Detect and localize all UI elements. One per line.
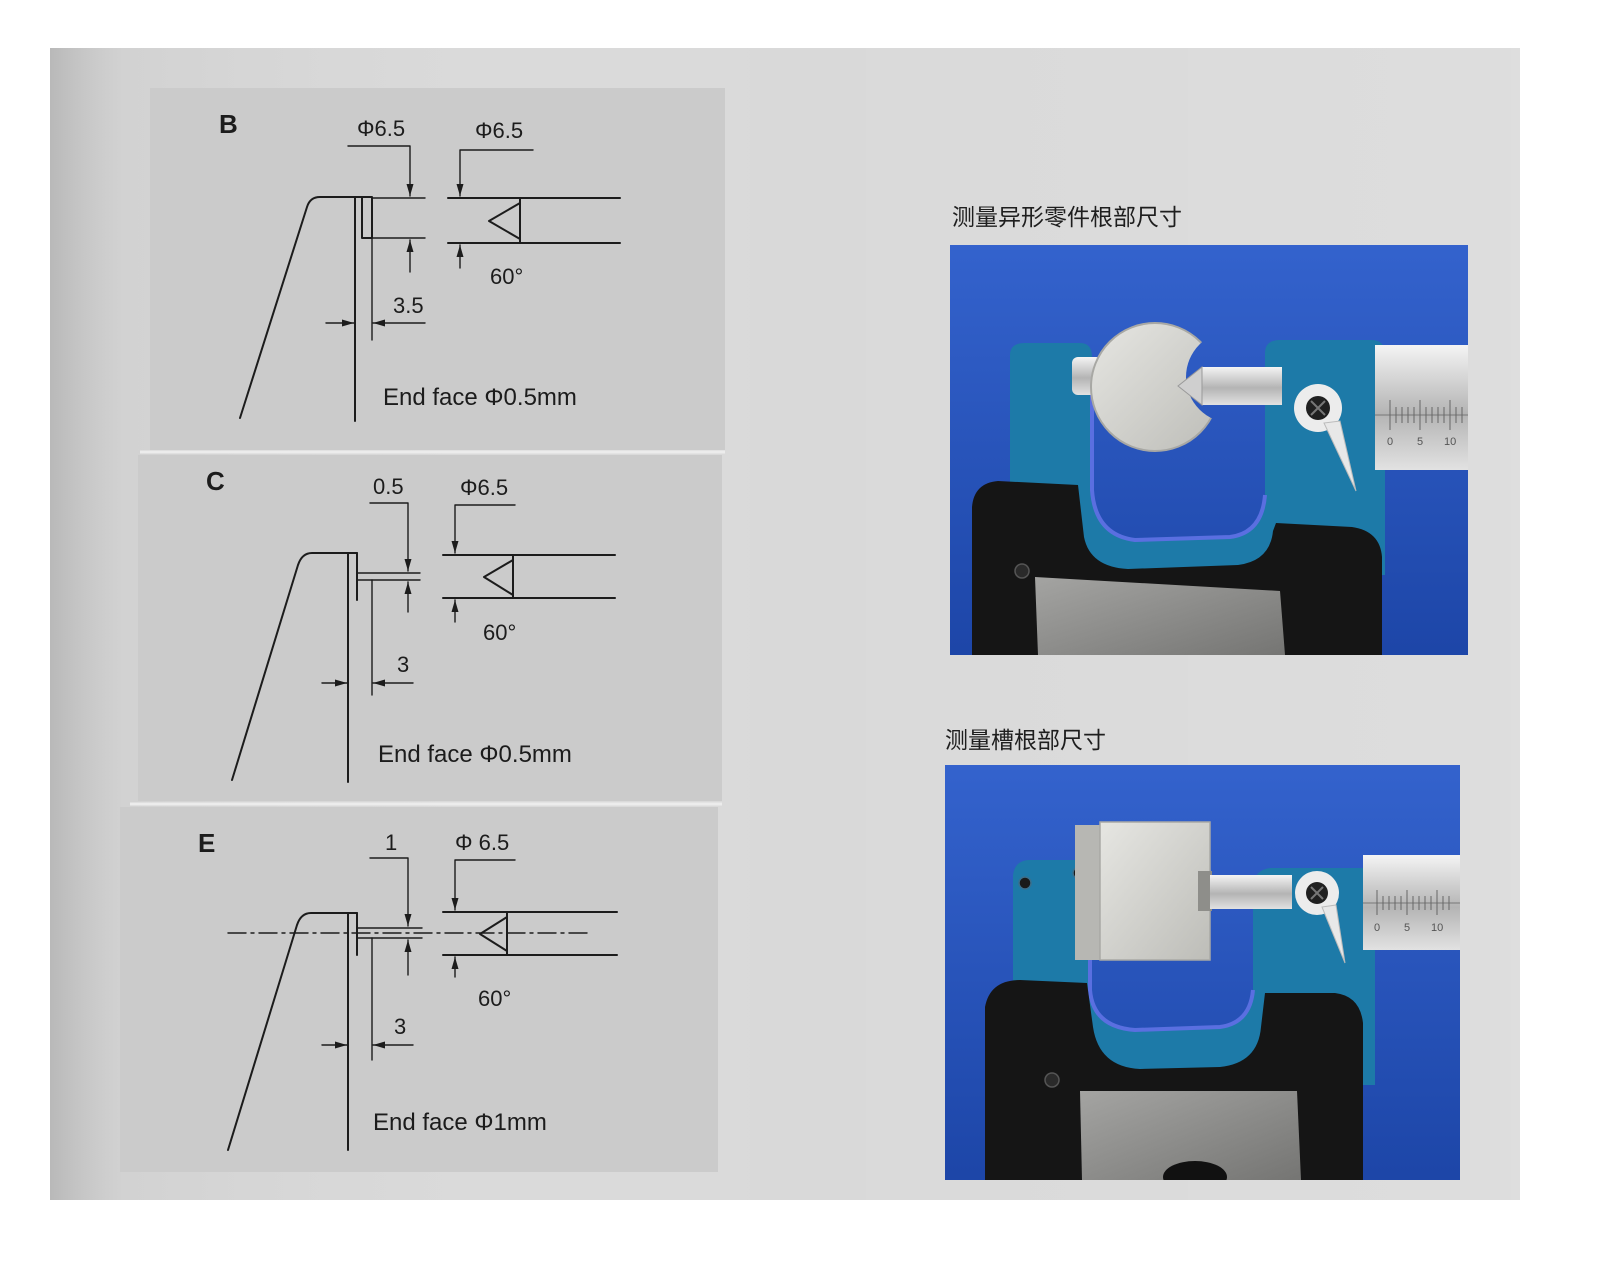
- photo-caption: 测量槽根部尺寸: [945, 728, 1106, 754]
- anvil-diagram-b: B Φ6.5 3.5 Φ6.5 60° End face Φ0.5mm: [219, 109, 621, 422]
- angle-label: 60°: [478, 986, 511, 1011]
- panel-letter: C: [206, 466, 225, 496]
- lock-lever: [1321, 904, 1346, 964]
- panel-letter: B: [219, 109, 238, 139]
- spindle: [1210, 875, 1292, 909]
- scale-label: 10: [1431, 922, 1443, 934]
- spindle: [1202, 367, 1282, 405]
- frame-inner-highlight: [1088, 945, 1255, 1033]
- photo-caption: 测量异形零件根部尺寸: [952, 205, 1182, 231]
- tip-dimension-label: 0.5: [373, 474, 404, 499]
- base-block: [1080, 1091, 1301, 1180]
- micrometer-photo-irregular-part: 0 5 10: [950, 245, 1468, 655]
- grooved-workpiece: [1099, 821, 1211, 961]
- base-knob: [1163, 1161, 1227, 1180]
- anvil-profile: [239, 196, 363, 419]
- length-dimension-label: 3: [394, 1014, 406, 1039]
- end-face-label: End face Φ0.5mm: [378, 741, 572, 768]
- length-dimension-label: 3.5: [393, 293, 424, 318]
- end-face-label: End face Φ0.5mm: [383, 384, 577, 411]
- frame-inner-highlight: [1090, 395, 1267, 543]
- lock-lever: [1323, 420, 1357, 492]
- tip-dimension-leader: [369, 857, 412, 927]
- tip-dimension-label: Φ6.5: [357, 116, 405, 141]
- tip-dimension-leader: [369, 502, 412, 572]
- length-dimension-label: 3: [397, 652, 409, 677]
- end-face-label: End face Φ1mm: [373, 1109, 547, 1136]
- face-dimension-label: Φ6.5: [475, 118, 523, 143]
- micrometer-frame: [1010, 340, 1385, 575]
- screw-icon: [1044, 1072, 1060, 1088]
- face-dimension-label: Φ 6.5: [455, 830, 509, 855]
- anvil-tip: [361, 196, 373, 239]
- scale-label: 10: [1444, 436, 1456, 448]
- face-dimension-leader: [456, 149, 534, 197]
- face-dimension-label: Φ6.5: [460, 475, 508, 500]
- lock-screw-slot: [1310, 886, 1324, 900]
- panel-c-background: [138, 455, 722, 801]
- micrometer-photo-groove: 0 5 10: [945, 765, 1460, 1180]
- base-block: [1035, 577, 1285, 655]
- angle-label: 60°: [490, 264, 523, 289]
- angle-label: 60°: [483, 620, 516, 645]
- tip-dimension-leader: [347, 145, 414, 197]
- lock-screw-slot: [1310, 400, 1326, 416]
- sleeve-scale-ticks: [1389, 400, 1463, 430]
- scale-label: 5: [1404, 922, 1410, 934]
- face-dimension-leader: [451, 859, 516, 911]
- workpiece-side: [1075, 825, 1100, 960]
- anvil-profile: [231, 552, 358, 781]
- scale-label: 5: [1417, 436, 1423, 448]
- thimble-sleeve: [1375, 345, 1468, 470]
- spindle-cone-tip: [1177, 365, 1203, 407]
- anvil-diagram-e: E 1 3 Φ 6.5 60° End face Φ1mm: [198, 828, 618, 1151]
- cone-tip: [483, 559, 514, 596]
- tip-dimension-label: 1: [385, 830, 397, 855]
- panel-b-background: [150, 88, 725, 450]
- screw-icon: [1014, 563, 1030, 579]
- cone-tip: [488, 202, 521, 240]
- face-dimension-leader: [451, 504, 516, 554]
- scale-label: 0: [1387, 436, 1393, 448]
- anvil-profile: [227, 912, 358, 1151]
- panel-letter: E: [198, 828, 215, 858]
- cone-tip: [479, 916, 508, 952]
- workpiece-groove: [1198, 871, 1212, 911]
- panel-e-background: [120, 807, 718, 1172]
- scale-label: 0: [1374, 922, 1380, 934]
- screw-icon: [1018, 876, 1032, 890]
- sleeve-scale-ticks: [1376, 890, 1450, 915]
- anvil-diagram-c: C 0.5 3 Φ6.5 60° End face Φ0.5mm: [206, 466, 616, 783]
